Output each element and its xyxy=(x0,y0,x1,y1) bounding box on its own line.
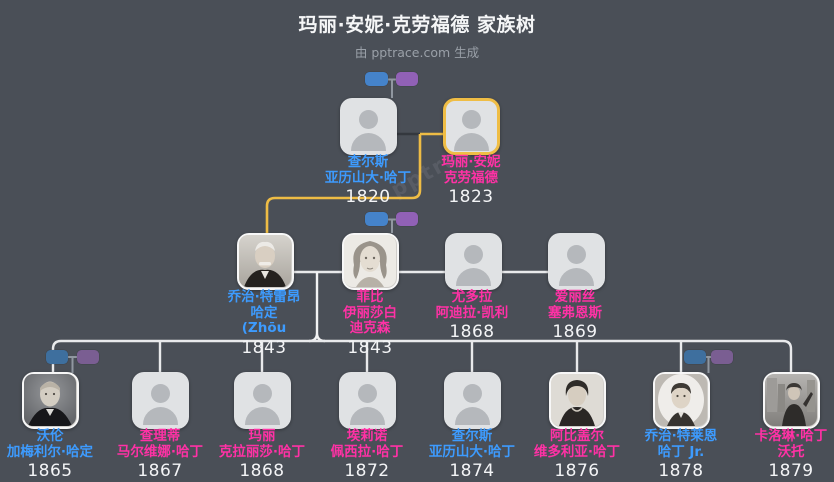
collapsed-male-icon[interactable] xyxy=(684,350,706,364)
person-label[interactable]: 玛丽 克拉丽莎·哈丁 1868 xyxy=(187,428,337,481)
birth-year: 1872 xyxy=(344,461,390,481)
portrait-photo xyxy=(765,374,817,426)
person-name-line: 马尔维娜·哈丁 xyxy=(116,443,204,460)
person-node-alice[interactable] xyxy=(548,233,605,290)
birth-year: 1867 xyxy=(137,461,183,481)
person-node-caroline[interactable] xyxy=(763,372,820,429)
portrait-photo xyxy=(655,374,707,426)
birth-year: 1868 xyxy=(449,322,495,342)
person-label[interactable]: 尤多拉 阿迪拉·凯利 1868 xyxy=(397,289,547,342)
person-name-line: 菲比 xyxy=(356,289,384,305)
person-name-line: 查尔斯 xyxy=(451,428,493,444)
birth-year: 1820 xyxy=(345,187,391,207)
person-node-phoebe[interactable] xyxy=(342,233,399,290)
person-node-charles-sr[interactable] xyxy=(340,98,397,155)
collapsed-female-icon[interactable] xyxy=(396,72,418,86)
birth-year: 1874 xyxy=(449,461,495,481)
portrait-photo xyxy=(239,235,291,287)
person-node-mary-anne-root[interactable] xyxy=(443,98,500,155)
person-label[interactable]: 乔治·特莱恩 哈丁 Jr. 1878 xyxy=(606,428,756,481)
birth-year: 1879 xyxy=(768,461,814,481)
person-node-eudora[interactable] xyxy=(445,233,502,290)
person-name-line: 哈丁 Jr. xyxy=(657,443,705,460)
person-name-line: 乔治·特雷昂 xyxy=(227,289,301,305)
portrait-photo xyxy=(551,374,603,426)
person-name-line: 迪克森 xyxy=(349,320,391,336)
person-name-line: 查理蒂 xyxy=(139,428,181,444)
person-name-line: 伊丽莎白 xyxy=(343,304,397,321)
person-name-line: (Zhōu xyxy=(241,320,287,336)
person-name-line: 乔治·特莱恩 xyxy=(644,428,718,444)
person-label[interactable]: 沃伦 加梅利尔·哈定 1865 xyxy=(0,428,125,481)
person-name-line: 加梅利尔·哈定 xyxy=(6,443,94,460)
person-name-line: 埃莉诺 xyxy=(346,428,388,444)
person-name-line: 沃托 xyxy=(777,443,805,460)
person-name-line: 佩西拉·哈丁 xyxy=(330,443,404,460)
person-name-line: 亚历山大·哈丁 xyxy=(324,169,412,186)
person-name-line: 克拉丽莎·哈丁 xyxy=(218,443,306,460)
person-label[interactable]: 查尔斯 亚历山大·哈丁 1874 xyxy=(397,428,547,481)
birth-year: 1876 xyxy=(554,461,600,481)
person-name-line: 亚历山大·哈丁 xyxy=(428,443,516,460)
collapsed-male-icon[interactable] xyxy=(365,72,388,86)
birth-year: 1878 xyxy=(658,461,704,481)
person-name-line: 阿迪拉·凯利 xyxy=(435,304,509,321)
birth-year: 1868 xyxy=(239,461,285,481)
person-name-line: 查尔斯 xyxy=(347,154,389,170)
person-name-line: 克劳福德 xyxy=(444,169,498,186)
person-node-eleanor[interactable] xyxy=(339,372,396,429)
person-label[interactable]: 爱丽丝 塞弗恩斯 1869 xyxy=(500,289,650,342)
portrait-photo xyxy=(344,235,396,287)
person-label[interactable]: 埃莉诺 佩西拉·哈丁 1872 xyxy=(292,428,442,481)
person-label[interactable]: 乔治·特雷昂 哈定 (Zhōu 1843 xyxy=(189,289,339,358)
person-name-line: 玛丽 xyxy=(248,428,276,444)
person-name-line: 维多利亚·哈丁 xyxy=(533,443,621,460)
birth-year: 1823 xyxy=(448,187,494,207)
person-label[interactable]: 阿比盖尔 维多利亚·哈丁 1876 xyxy=(502,428,652,481)
person-name-line: 阿比盖尔 xyxy=(550,428,604,444)
person-node-abigail[interactable] xyxy=(549,372,606,429)
person-node-warren[interactable] xyxy=(22,372,79,429)
collapsed-female-icon[interactable] xyxy=(711,350,733,364)
collapsed-male-icon[interactable] xyxy=(365,212,388,226)
person-node-charity[interactable] xyxy=(132,372,189,429)
person-label[interactable]: 菲比 伊丽莎白 迪克森 1843 xyxy=(295,289,445,358)
birth-year: 1865 xyxy=(27,461,73,481)
person-name-line: 玛丽·安妮 xyxy=(441,154,501,170)
person-node-george-jr[interactable] xyxy=(653,372,710,429)
portrait-photo xyxy=(24,374,76,426)
person-name-line: 哈定 xyxy=(250,304,278,321)
collapsed-female-icon[interactable] xyxy=(396,212,418,226)
person-node-mary[interactable] xyxy=(234,372,291,429)
collapsed-female-icon[interactable] xyxy=(77,350,99,364)
person-name-line: 卡洛琳·哈丁 xyxy=(754,428,828,444)
person-name-line: 沃伦 xyxy=(36,428,64,444)
birth-year: 1843 xyxy=(241,337,287,358)
person-node-george[interactable] xyxy=(237,233,294,290)
person-node-charles-jr[interactable] xyxy=(444,372,501,429)
person-name-line: 塞弗恩斯 xyxy=(548,304,602,321)
person-label[interactable]: 卡洛琳·哈丁 沃托 1879 xyxy=(716,428,834,481)
page-subtitle: 由 pptrace.com 生成 xyxy=(354,45,480,60)
person-label[interactable]: 查理蒂 马尔维娜·哈丁 1867 xyxy=(85,428,235,481)
person-label[interactable]: 玛丽·安妮 克劳福德 1823 xyxy=(396,154,546,207)
birth-year: 1843 xyxy=(347,337,393,358)
person-label[interactable]: 查尔斯 亚历山大·哈丁 1820 xyxy=(293,154,443,207)
person-name-line: 尤多拉 xyxy=(451,289,493,305)
collapsed-male-icon[interactable] xyxy=(46,350,68,364)
page-title: 玛丽·安妮·克劳福德 家族树 xyxy=(298,14,536,36)
person-name-line: 爱丽丝 xyxy=(554,289,596,305)
birth-year: 1869 xyxy=(552,322,598,342)
